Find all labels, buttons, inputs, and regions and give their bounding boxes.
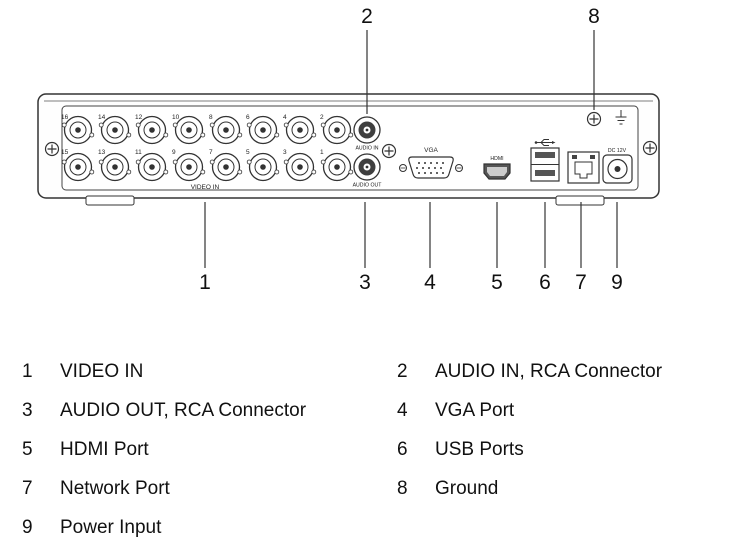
network-led-left [572, 155, 577, 159]
rear-panel-diagram: 16 14 12 10 8 6 4 2 15 13 11 9 7 5 3 1 V… [37, 5, 660, 294]
bnc-channel-label: 10 [172, 114, 180, 121]
legend-item-label: Power Input [60, 516, 162, 538]
panel-screw-right [642, 140, 658, 156]
legend-item-number: 3 [22, 399, 33, 421]
chassis-outline [37, 93, 660, 206]
bnc-channel-label: 7 [209, 149, 213, 156]
usb-ports [530, 139, 560, 182]
legend: 1 VIDEO IN 2 AUDIO IN, RCA Connector 3 A… [22, 352, 717, 547]
callout-number-2: 2 [361, 5, 373, 28]
callout-number-6: 6 [539, 271, 551, 294]
legend-item-number: 5 [22, 438, 33, 460]
callout-number-4: 4 [424, 271, 436, 294]
legend-item-label: Ground [435, 477, 499, 499]
legend-item-label: AUDIO OUT, RCA Connector [60, 399, 307, 421]
vga-port: VGA [399, 147, 463, 179]
rca-audio-in-connector: AUDIO IN [353, 116, 381, 152]
chassis-foot-left [85, 195, 135, 206]
callout-number-5: 5 [491, 271, 503, 294]
legend-item-audio-in: 2 AUDIO IN, RCA Connector [397, 361, 717, 383]
legend-item-usb: 6 USB Ports [397, 439, 717, 461]
power-input: DC 12V [602, 148, 633, 184]
usb-trident-icon [534, 139, 556, 146]
legend-item-power: 9 Power Input [22, 517, 397, 539]
legend-item-video-in: 1 VIDEO IN [22, 361, 397, 383]
bnc-video-in-grid: 16 14 12 10 8 6 4 2 15 13 11 9 7 5 3 1 V… [61, 114, 354, 191]
legend-item-number: 1 [22, 360, 33, 382]
audio-in-label: AUDIO IN [355, 146, 378, 152]
legend-item-ground: 8 Ground [397, 478, 717, 500]
legend-item-number: 9 [22, 516, 33, 538]
power-label: DC 12V [608, 148, 627, 154]
bnc-channel-label: 1 [320, 149, 324, 156]
chassis-foot-right [555, 195, 605, 206]
bnc-channel-label: 11 [135, 149, 142, 156]
hdmi-port: HDMI [483, 156, 511, 180]
legend-item-label: VIDEO IN [60, 360, 144, 382]
bnc-channel-label: 3 [283, 149, 287, 156]
legend-item-network: 7 Network Port [22, 478, 397, 500]
ground-screw [586, 111, 602, 127]
callout-lines [204, 30, 618, 268]
bnc-channel-label: 16 [61, 114, 69, 121]
callout-number-7: 7 [575, 271, 587, 294]
bnc-channel-label: 14 [98, 114, 106, 121]
video-in-label: VIDEO IN [191, 184, 220, 191]
legend-item-label: Network Port [60, 477, 170, 499]
earth-ground-icon [615, 110, 627, 125]
bnc-channel-label: 13 [98, 149, 106, 156]
network-port [567, 151, 600, 184]
callout-number-1: 1 [199, 271, 211, 294]
callout-number-8: 8 [588, 5, 600, 28]
legend-item-label: VGA Port [435, 399, 515, 421]
rca-audio-out-connector: AUDIO OUT [353, 153, 383, 189]
panel-screw-left [44, 141, 60, 157]
legend-item-hdmi: 5 HDMI Port [22, 439, 397, 461]
bnc-channel-label: 12 [135, 114, 143, 121]
legend-item-number: 2 [397, 360, 408, 382]
legend-item-label: USB Ports [435, 438, 524, 460]
hdmi-label: HDMI [490, 156, 503, 162]
network-led-right [590, 155, 595, 159]
bnc-channel-label: 4 [283, 114, 287, 121]
audio-out-label: AUDIO OUT [353, 183, 383, 189]
bnc-channel-label: 9 [172, 149, 176, 156]
bnc-channel-label: 8 [209, 114, 213, 121]
legend-item-vga: 4 VGA Port [397, 400, 717, 422]
legend-item-label: AUDIO IN, RCA Connector [435, 360, 663, 382]
bnc-channel-label: 6 [246, 114, 250, 121]
callout-number-9: 9 [611, 271, 623, 294]
legend-item-label: HDMI Port [60, 438, 149, 460]
bnc-channel-label: 2 [320, 114, 324, 121]
vga-label: VGA [424, 147, 438, 154]
panel-screw-center [381, 143, 397, 159]
bnc-channel-label: 15 [61, 149, 69, 156]
legend-item-number: 6 [397, 438, 408, 460]
legend-item-audio-out: 3 AUDIO OUT, RCA Connector [22, 400, 397, 422]
legend-item-number: 7 [22, 477, 33, 499]
bnc-channel-label: 5 [246, 149, 250, 156]
legend-item-number: 4 [397, 399, 408, 421]
callout-number-3: 3 [359, 271, 371, 294]
legend-item-number: 8 [397, 477, 408, 499]
